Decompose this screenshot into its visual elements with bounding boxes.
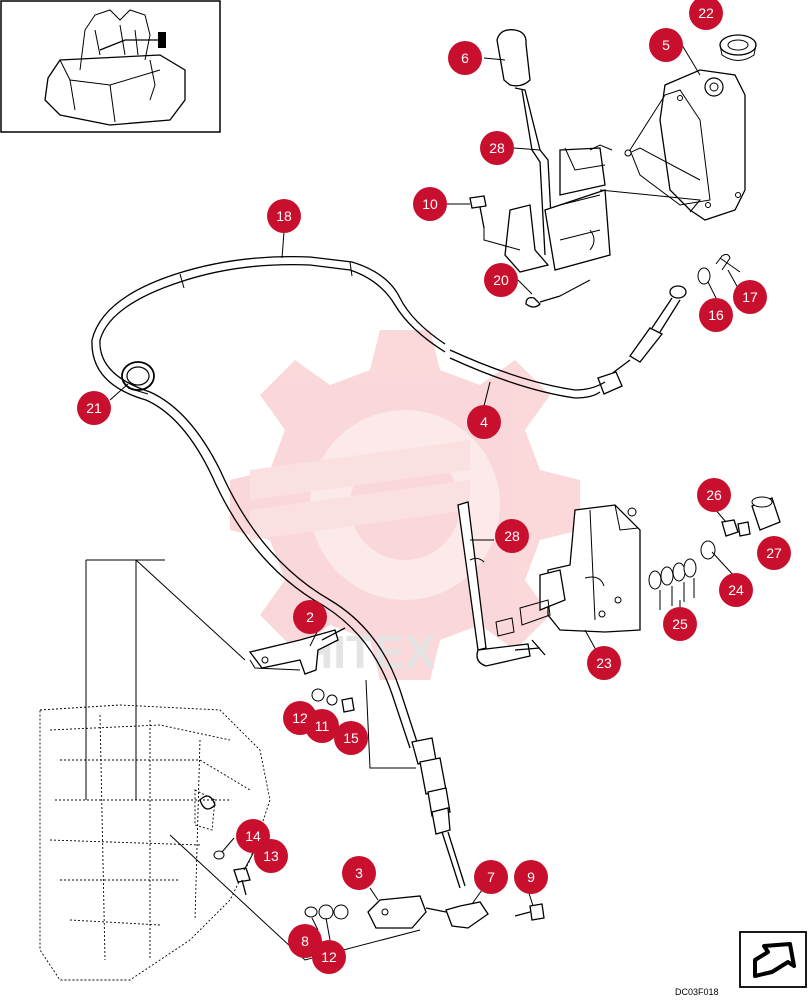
engine-block-dashed — [39, 704, 271, 981]
callout-28-lower[interactable]: 28 — [495, 519, 529, 553]
svg-text:16: 16 — [708, 307, 724, 323]
svg-text:2: 2 — [306, 609, 314, 625]
svg-text:4: 4 — [480, 414, 488, 430]
callout-8[interactable]: 8 — [288, 924, 322, 958]
svg-text:12: 12 — [292, 710, 308, 726]
callout-2[interactable]: 2 — [293, 600, 327, 634]
callout-22[interactable]: 22 — [689, 0, 723, 30]
callout-11[interactable]: 11 — [305, 709, 339, 743]
callout-21[interactable]: 21 — [77, 391, 111, 425]
lever-bracket-assembly-lower — [457, 496, 781, 667]
callout-24[interactable]: 24 — [719, 573, 753, 607]
svg-text:7: 7 — [487, 869, 495, 885]
callout-7[interactable]: 7 — [474, 860, 508, 894]
svg-text:3: 3 — [355, 865, 363, 881]
callout-25[interactable]: 25 — [663, 607, 697, 641]
svg-text:28: 28 — [489, 140, 505, 156]
callout-9[interactable]: 9 — [514, 860, 548, 894]
callout-17[interactable]: 17 — [733, 280, 767, 314]
callout-6[interactable]: 6 — [448, 41, 482, 75]
callout-leaders — [109, 44, 739, 941]
callout-20[interactable]: 20 — [484, 263, 518, 297]
svg-text:24: 24 — [728, 582, 744, 598]
svg-text:15: 15 — [343, 730, 359, 746]
svg-text:9: 9 — [527, 869, 535, 885]
svg-text:11: 11 — [315, 718, 330, 734]
svg-text:5: 5 — [662, 37, 670, 53]
svg-text:17: 17 — [742, 289, 758, 305]
callout-3[interactable]: 3 — [342, 856, 376, 890]
svg-text:23: 23 — [596, 655, 612, 671]
callout-12-lower[interactable]: 12 — [312, 940, 346, 974]
reference-lines — [85, 559, 421, 961]
bolt-13-washer-14 — [213, 850, 251, 896]
svg-text:6: 6 — [461, 50, 469, 66]
svg-text:13: 13 — [263, 848, 279, 864]
svg-text:22: 22 — [698, 5, 714, 21]
shift-lever-assembly-upper — [469, 29, 757, 308]
svg-text:25: 25 — [672, 616, 688, 632]
callout-10[interactable]: 10 — [413, 187, 447, 221]
callout-27[interactable]: 27 — [757, 536, 791, 570]
svg-text:27: 27 — [766, 545, 782, 561]
shift-cable-upper — [449, 285, 687, 399]
callout-26[interactable]: 26 — [697, 478, 731, 512]
front-direction-arrow-icon — [739, 931, 807, 988]
document-code: DC03F018 — [675, 987, 719, 997]
shift-cable-main — [91, 255, 466, 889]
svg-text:28: 28 — [504, 528, 520, 544]
svg-text:18: 18 — [276, 208, 292, 224]
callout-13[interactable]: 13 — [254, 839, 288, 873]
inset-overview — [0, 0, 221, 133]
bracket-2 — [248, 627, 355, 713]
svg-text:14: 14 — [245, 828, 261, 844]
callout-28-upper[interactable]: 28 — [480, 131, 514, 165]
svg-text:12: 12 — [321, 949, 337, 965]
callout-23[interactable]: 23 — [587, 646, 621, 680]
svg-text:8: 8 — [301, 933, 309, 949]
svg-text:10: 10 — [422, 196, 438, 212]
bracket-3-joint-7 — [304, 895, 545, 929]
svg-text:21: 21 — [86, 400, 102, 416]
callout-15[interactable]: 15 — [334, 721, 368, 755]
callouts: 22 6 5 28 10 18 20 17 16 21 4 26 28 27 2… — [77, 0, 791, 974]
callout-5[interactable]: 5 — [649, 28, 683, 62]
forklift-overview-icon — [44, 9, 186, 126]
svg-text:26: 26 — [706, 487, 722, 503]
callout-18[interactable]: 18 — [267, 199, 301, 233]
callout-16[interactable]: 16 — [699, 298, 733, 332]
svg-text:20: 20 — [493, 272, 509, 288]
callout-4[interactable]: 4 — [467, 405, 501, 439]
